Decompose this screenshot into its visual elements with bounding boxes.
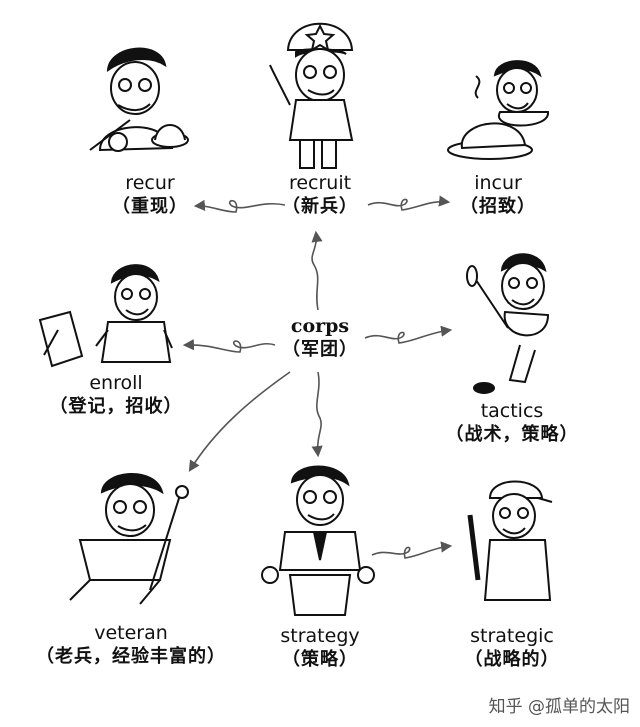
- node-corps: corps （军团）: [220, 315, 420, 361]
- node-recruit: recruit （新兵）: [220, 172, 420, 218]
- strategy-illustration: [261, 465, 375, 616]
- arrow-corps-to-strategy: [311, 371, 323, 458]
- node-strategy-zh: （策略）: [282, 648, 358, 670]
- node-incur: incur （招致）: [398, 172, 598, 218]
- node-incur-zh: （招致）: [460, 195, 536, 217]
- illustrations: [38, 22, 553, 616]
- recur-illustration: [89, 47, 189, 152]
- node-veteran-zh: （老兵，经验丰富的）: [36, 645, 226, 667]
- node-veteran-en: veteran: [94, 622, 168, 644]
- arrow-recruit-to-recur: [193, 199, 286, 213]
- node-strategy: strategy （策略）: [220, 625, 420, 671]
- node-recur-zh: （重现）: [112, 195, 188, 217]
- arrow-recruit-to-incur: [367, 195, 451, 211]
- node-enroll-zh: （登记，招收）: [49, 395, 183, 417]
- node-recur-en: recur: [125, 172, 175, 194]
- node-strategic-zh: （战略的）: [464, 648, 560, 670]
- node-recruit-zh: （新兵）: [282, 195, 358, 217]
- watermark: 知乎 @孤单的太阳: [488, 697, 630, 717]
- arrow-corps-to-veteran: [188, 371, 291, 472]
- node-enroll-en: enroll: [89, 372, 143, 394]
- veteran-illustration: [69, 473, 189, 605]
- node-recruit-en: recruit: [288, 172, 352, 194]
- arrow-corps-to-recruit: [311, 230, 323, 311]
- strategic-illustration: [467, 480, 553, 601]
- node-corps-zh: （军团）: [282, 338, 358, 360]
- node-enroll: enroll （登记，招收）: [16, 372, 216, 418]
- node-incur-en: incur: [474, 172, 522, 194]
- tactics-illustration: [466, 253, 550, 394]
- arrow-strategy-to-strategic: [371, 541, 453, 559]
- node-corps-en: corps: [290, 315, 350, 337]
- enroll-illustration: [38, 264, 173, 368]
- incur-illustration: [447, 60, 550, 160]
- arrows: [182, 195, 453, 559]
- node-tactics-en: tactics: [480, 400, 544, 422]
- node-veteran: veteran （老兵，经验丰富的）: [6, 622, 256, 668]
- node-tactics: tactics （战术，策略）: [412, 400, 612, 446]
- arrow-corps-to-tactics: [364, 325, 453, 344]
- node-strategic: strategic （战略的）: [412, 625, 612, 671]
- node-recur: recur （重现）: [50, 172, 250, 218]
- node-strategy-en: strategy: [280, 625, 360, 647]
- arrow-corps-to-enroll: [182, 339, 276, 353]
- recruit-illustration: [269, 22, 354, 169]
- node-strategic-en: strategic: [470, 625, 554, 647]
- node-tactics-zh: （战术，策略）: [445, 423, 579, 445]
